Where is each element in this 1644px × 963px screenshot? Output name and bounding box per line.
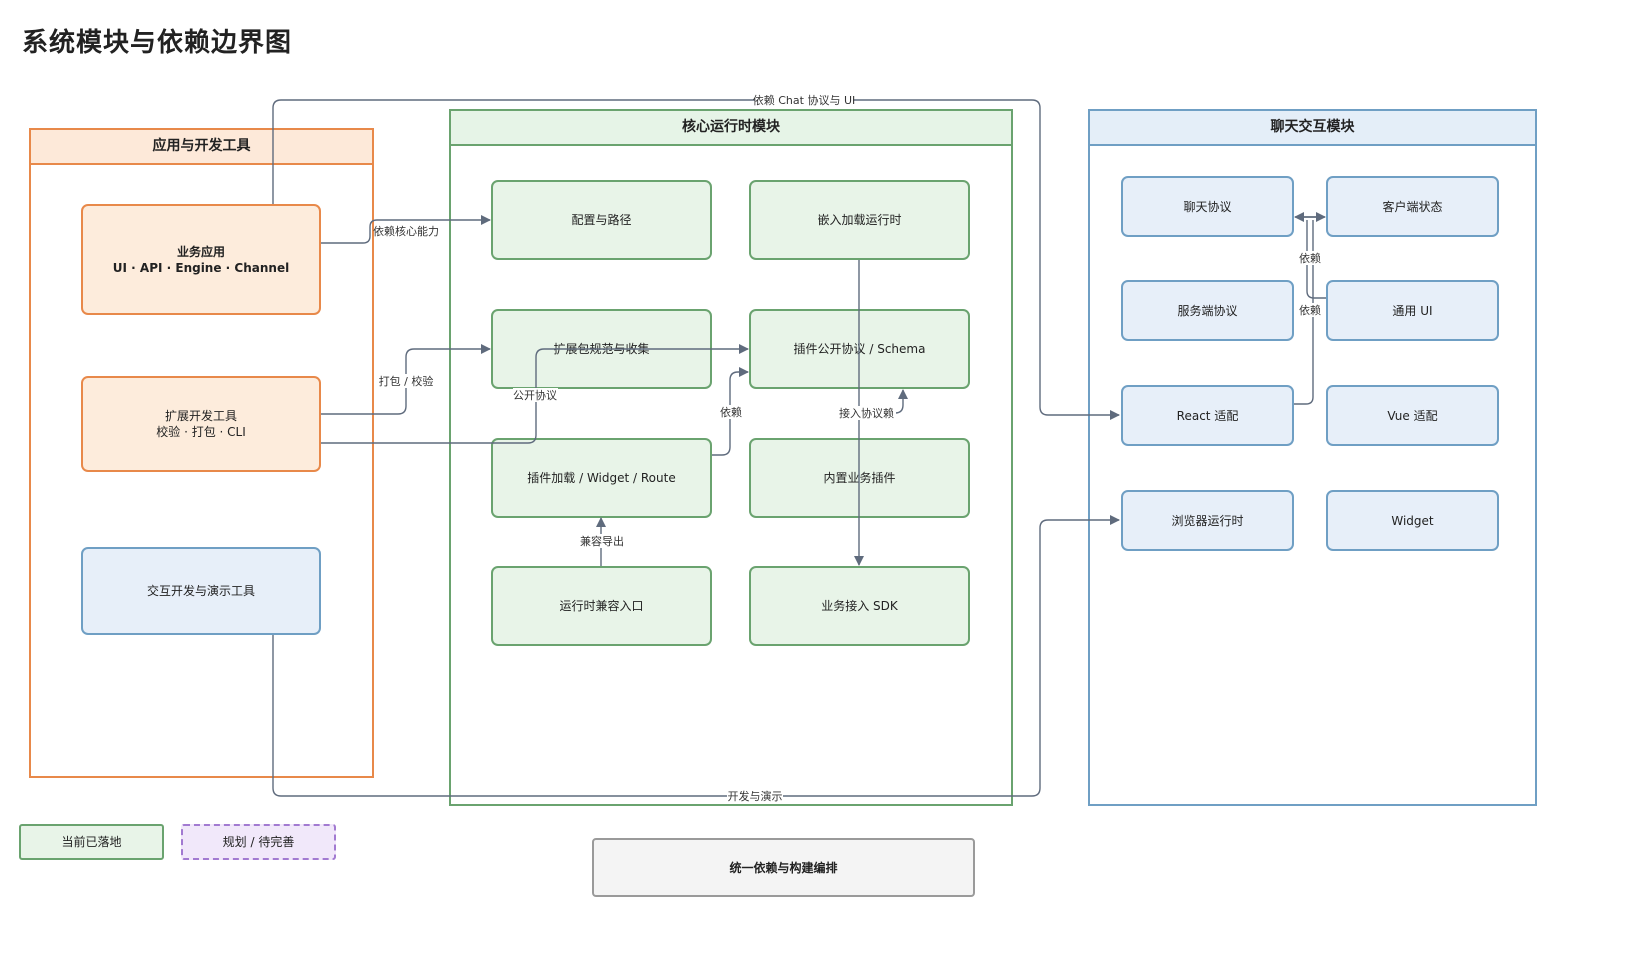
edge-react-to-protocol — [1294, 220, 1314, 405]
group-chat-interaction: 聊天交互模块 — [1088, 109, 1537, 806]
edge-label-access-protocol-suffix: 赖 — [883, 407, 894, 420]
edge-label-access-protocol: 接入协议 — [839, 406, 883, 420]
edge-interactive-to-browser — [272, 515, 1120, 797]
node-vue-adapter[interactable]: Vue 适配 — [1326, 385, 1499, 446]
edge-label-depends-chat-ui: 依赖 Chat 协议与 UI — [753, 93, 856, 107]
node-server-protocol[interactable]: 服务端协议 — [1121, 280, 1294, 341]
node-biz-sdk[interactable]: 业务接入 SDK — [749, 566, 970, 646]
node-runtime-compat[interactable]: 运行时兼容入口 — [491, 566, 712, 646]
node-browser-runtime[interactable]: 浏览器运行时 — [1121, 490, 1294, 551]
node-embed-loader[interactable]: 嵌入加载运行时 — [749, 180, 970, 260]
edge-label-depends-2: 依赖 — [1299, 252, 1321, 265]
node-biz-app[interactable]: 业务应用 UI · API · Engine · Channel — [81, 204, 321, 315]
node-client-state[interactable]: 客户端状态 — [1326, 176, 1499, 237]
legend-planned: 规划 / 待完善 — [181, 824, 336, 860]
node-config-path[interactable]: 配置与路径 — [491, 180, 712, 260]
edge-label-compat-export: 兼容导出 — [580, 534, 624, 548]
node-plugin-loader[interactable]: 插件加载 / Widget / Route — [491, 438, 712, 518]
group-chat-interaction-title: 聊天交互模块 — [1090, 111, 1535, 146]
edge-label-dev-demo: 开发与演示 — [728, 789, 783, 803]
node-widget[interactable]: Widget — [1326, 490, 1499, 551]
edge-app-to-config — [321, 215, 491, 244]
group-app-tools-title: 应用与开发工具 — [31, 130, 372, 165]
node-common-ui[interactable]: 通用 UI — [1326, 280, 1499, 341]
node-chat-protocol[interactable]: 聊天协议 — [1121, 176, 1294, 237]
node-interactive-tools[interactable]: 交互开发与演示工具 — [81, 547, 321, 635]
edge-label-public-protocol: 公开协议 — [513, 388, 557, 402]
page-title: 系统模块与依赖边界图 — [22, 28, 293, 58]
node-react-adapter[interactable]: React 适配 — [1121, 385, 1294, 446]
edge-ui-to-protocol — [1306, 220, 1326, 299]
legend-current: 当前已落地 — [19, 824, 164, 860]
edge-label-depends-3: 依赖 — [1299, 304, 1321, 317]
group-app-tools: 应用与开发工具 — [29, 128, 374, 778]
group-core-runtime-title: 核心运行时模块 — [451, 111, 1011, 146]
edge-app-to-react — [272, 99, 1120, 420]
node-ext-tools[interactable]: 扩展开发工具 校验 · 打包 · CLI — [81, 376, 321, 472]
group-core-runtime: 核心运行时模块 — [449, 109, 1013, 806]
edge-label-pack-verify: 打包 / 校验 — [379, 374, 434, 388]
edge-label-depends-1: 依赖 — [720, 406, 742, 419]
node-unified-build[interactable]: 统一依赖与构建编排 — [592, 838, 975, 897]
edge-label-depends-core: 依赖核心能力 — [373, 224, 439, 238]
